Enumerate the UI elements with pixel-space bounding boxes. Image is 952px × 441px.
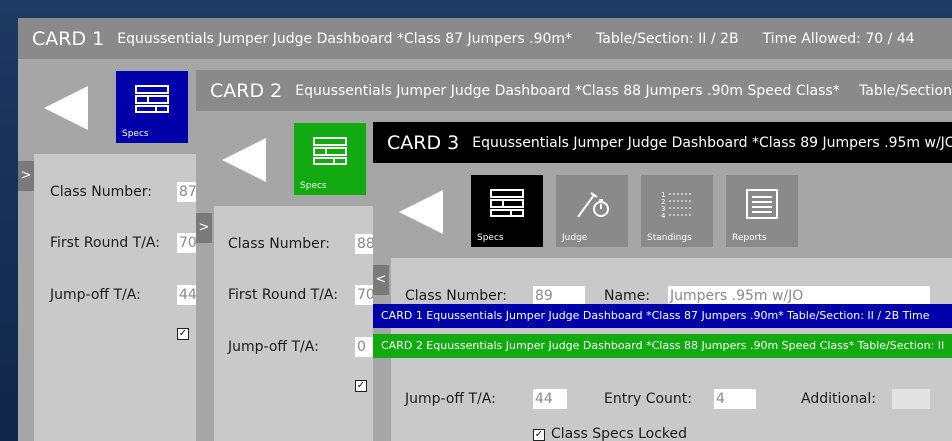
card1-specs-tile[interactable]: Specs [116, 71, 188, 143]
svg-text:2: 2 [661, 198, 665, 206]
card3-reports-tile[interactable]: Reports [726, 175, 798, 247]
card2-class-number-field[interactable]: 88 [355, 234, 375, 254]
card3-locked-checkbox[interactable]: ✓ [533, 429, 545, 441]
card1-dashboard-title: Equussentials Jumper Judge Dashboard *Cl… [117, 30, 573, 47]
card2-specs-tile[interactable]: Specs [294, 123, 366, 195]
card3-titlebar[interactable]: CARD 3 Equussentials Jumper Judge Dashbo… [373, 122, 952, 163]
card1-time-allowed: Time Allowed: 70 / 44 [762, 30, 915, 47]
card1-table-section: Table/Section: II / 2B [596, 30, 739, 47]
svg-text:1: 1 [661, 191, 665, 199]
card3-name-label: Name: [604, 288, 651, 304]
card2-title: CARD 2 [210, 79, 283, 102]
card2-class-number-label: Class Number: [228, 236, 330, 252]
card3-standings-label: Standings [647, 233, 692, 243]
card3-standings-tile[interactable]: 1 2 3 4 Standings [641, 175, 713, 247]
card2-table-section: Table/Section [859, 82, 952, 99]
card3-reports-label: Reports [732, 233, 767, 243]
card1-back-icon[interactable] [44, 86, 88, 130]
card3-class-number-label: Class Number: [405, 288, 507, 304]
card3-panel-toggle[interactable]: < [373, 265, 389, 295]
card3-body: Specs Judge 1 2 3 4 Stand [373, 163, 952, 441]
svg-text:4: 4 [661, 212, 666, 219]
card1-class-number-label: Class Number: [50, 184, 152, 200]
card2-jumpoff-field[interactable]: 0 [355, 337, 375, 357]
card2-first-round-field[interactable]: 70 [355, 285, 375, 305]
specs-icon [490, 189, 524, 217]
card1-jumpoff-field[interactable]: 44 [177, 285, 197, 305]
card3-entry-count-field[interactable]: 4 [714, 389, 756, 409]
card3-specs-tile[interactable]: Specs [471, 175, 543, 247]
card1-minimized-strip[interactable]: CARD 1 Equussentials Jumper Judge Dashbo… [373, 304, 952, 328]
card2-jumpoff-label: Jump-off T/A: [228, 339, 319, 355]
card3-judge-tile[interactable]: Judge [556, 175, 628, 247]
card2-minimized-strip[interactable]: CARD 2 Equussentials Jumper Judge Dashbo… [373, 334, 952, 358]
card1-titlebar[interactable]: CARD 1 Equussentials Jumper Judge Dashbo… [18, 18, 952, 59]
card2-dashboard-title: Equussentials Jumper Judge Dashboard *Cl… [295, 82, 840, 99]
report-icon [746, 189, 778, 219]
card2-checkbox[interactable]: ✓ [355, 380, 367, 392]
card3-title: CARD 3 [387, 131, 460, 154]
card3-additional-label: Additional: [801, 391, 876, 407]
card3-name-field[interactable]: Jumpers .95m w/JO [668, 286, 930, 306]
card3-jumpoff-field[interactable]: 44 [533, 389, 567, 409]
card2-titlebar[interactable]: CARD 2 Equussentials Jumper Judge Dashbo… [196, 70, 952, 111]
card1-first-round-field[interactable]: 70 [177, 233, 197, 253]
card2-panel-toggle[interactable]: > [196, 213, 212, 243]
card2-back-icon[interactable] [222, 138, 266, 182]
card3-window: CARD 3 Equussentials Jumper Judge Dashbo… [373, 122, 952, 441]
card1-title: CARD 1 [32, 27, 105, 50]
card1-first-round-label: First Round T/A: [50, 235, 160, 251]
svg-text:3: 3 [661, 205, 665, 213]
card2-first-round-label: First Round T/A: [228, 287, 338, 303]
card1-checkbox[interactable]: ✓ [177, 328, 189, 340]
specs-icon [313, 137, 347, 165]
card1-specs-label: Specs [122, 129, 149, 139]
card3-dashboard-title: Equussentials Jumper Judge Dashboard *Cl… [472, 134, 952, 151]
pen-stopwatch-icon [577, 192, 609, 218]
specs-icon [135, 85, 169, 113]
card2-specs-label: Specs [300, 181, 327, 191]
card1-jumpoff-label: Jump-off T/A: [50, 287, 141, 303]
standings-list-icon: 1 2 3 4 [661, 191, 691, 219]
card3-back-icon[interactable] [399, 190, 443, 234]
card1-panel-toggle[interactable]: > [18, 161, 34, 191]
card3-class-number-field[interactable]: 89 [533, 286, 585, 306]
card1-class-number-field[interactable]: 87 [177, 182, 197, 202]
card3-jumpoff-label: Jump-off T/A: [405, 391, 496, 407]
card3-specs-label: Specs [477, 233, 504, 243]
card3-locked-label: Class Specs Locked [551, 426, 688, 441]
card3-judge-label: Judge [562, 233, 588, 243]
card3-additional-field[interactable] [892, 389, 930, 409]
card3-entry-count-label: Entry Count: [604, 391, 692, 407]
